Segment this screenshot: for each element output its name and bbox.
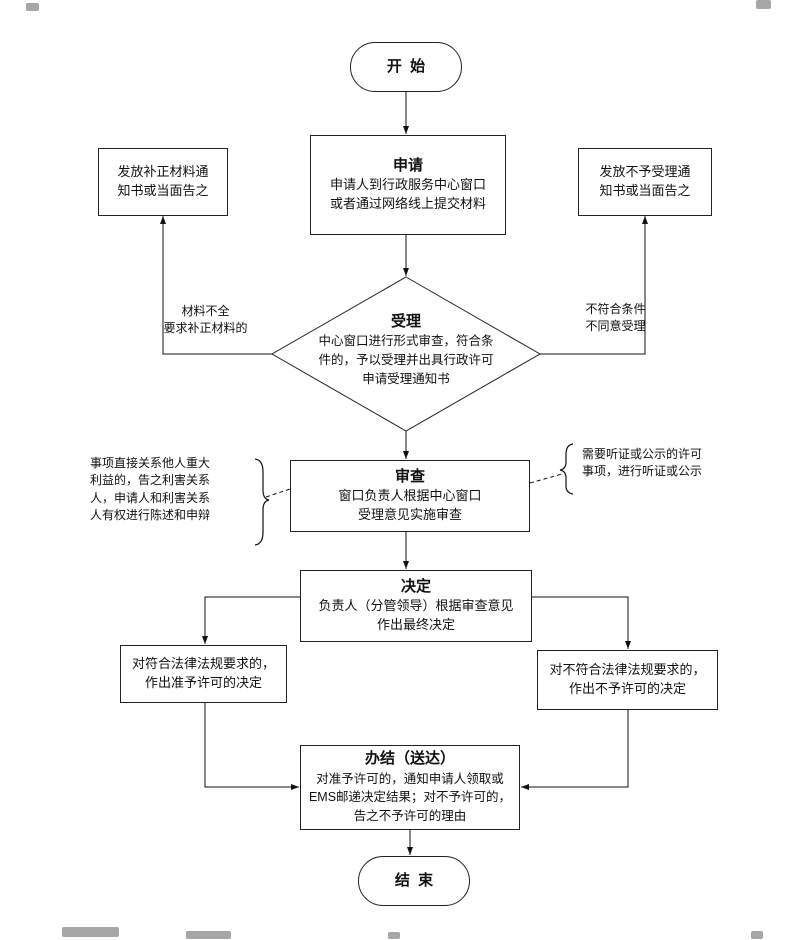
dashed-connector-left [265,488,291,498]
decide-node: 决定 负责人（分管领导）根据审查意见 作出最终决定 [300,570,532,642]
scan-artifact [26,3,39,11]
review-title: 审查 [394,468,425,486]
scan-artifact [62,927,119,937]
deny-node: 对不符合法律法规要求的， 作出不予许可的决定 [537,650,718,710]
edge-label-reject: 不符合条件 不同意受理 [585,302,646,334]
accept-body: 中心窗口进行形式审查，符合条 件的，予以受理并出具行政许可 申请受理通知书 [318,334,494,386]
finish-node: 办结（送达） 对准予许可的，通知申请人领取或 EMS邮递决定结果；对不予许可的，… [300,745,520,830]
reject-notice-node: 发放不予受理通 知书或当面告之 [578,148,712,216]
approve-node: 对符合法律法规要求的， 作出准予许可的决定 [120,645,287,703]
end-label: 结束 [394,871,442,889]
edge-label-supplement: 材料不全 要求补正材料的 [163,304,248,336]
annotation-right: 需要听证或公示的许可 事项，进行听证或公示 [582,447,703,479]
edge-accept-supplement [160,216,272,355]
accept-title: 受理 [390,313,421,330]
decide-title: 决定 [400,578,431,596]
dashed-connector-right [529,473,563,484]
edge-accept-reject [540,216,648,355]
apply-node: 申请 申请人到行政服务中心窗口 或者通过网络线上提交材料 [310,135,506,235]
annotation-left: 事项直接关系他人重大 利益的，告之利害关系 人，申请人和利害关系 人有权进行陈述… [90,456,211,523]
reject-notice-label: 发放不予受理通 知书或当面告之 [599,164,691,198]
review-body: 窗口负责人根据中心窗口 受理意见实施审查 [338,488,482,523]
apply-title: 申请 [392,157,423,175]
start-node: 开始 [350,42,462,92]
left-brace [254,458,270,546]
right-brace [559,443,574,495]
finish-title: 办结（送达） [364,750,455,768]
edge-approve-finish [204,703,299,790]
scan-artifact [388,932,400,939]
scan-artifact [756,0,771,9]
finish-body: 对准予许可的，通知申请人领取或 EMS邮递决定结果；对不予许可的， 告之不予许可… [308,771,512,824]
end-node: 结束 [358,856,470,906]
approve-label: 对符合法律法规要求的， 作出准予许可的决定 [131,656,275,690]
edge-deny-finish [521,710,629,790]
start-label: 开始 [386,57,434,75]
review-node: 审查 窗口负责人根据中心窗口 受理意见实施审查 [290,460,530,532]
edge-decide-approve [202,596,300,644]
apply-body: 申请人到行政服务中心窗口 或者通过网络线上提交材料 [329,177,486,212]
deny-label: 对不符合法律法规要求的， 作出不予许可的决定 [549,662,706,696]
scan-artifact [751,931,763,939]
supplement-notice-label: 发放补正材料通 知书或当面告之 [117,164,209,198]
scan-artifact [186,931,231,939]
decide-body: 负责人（分管领导）根据审查意见 作出最终决定 [318,598,514,633]
supplement-notice-node: 发放补正材料通 知书或当面告之 [98,148,228,216]
accept-node-text: 受理 中心窗口进行形式审查，符合条 件的，予以受理并出具行政许可 申请受理通知书 [291,312,521,389]
edge-decide-deny [532,596,631,649]
